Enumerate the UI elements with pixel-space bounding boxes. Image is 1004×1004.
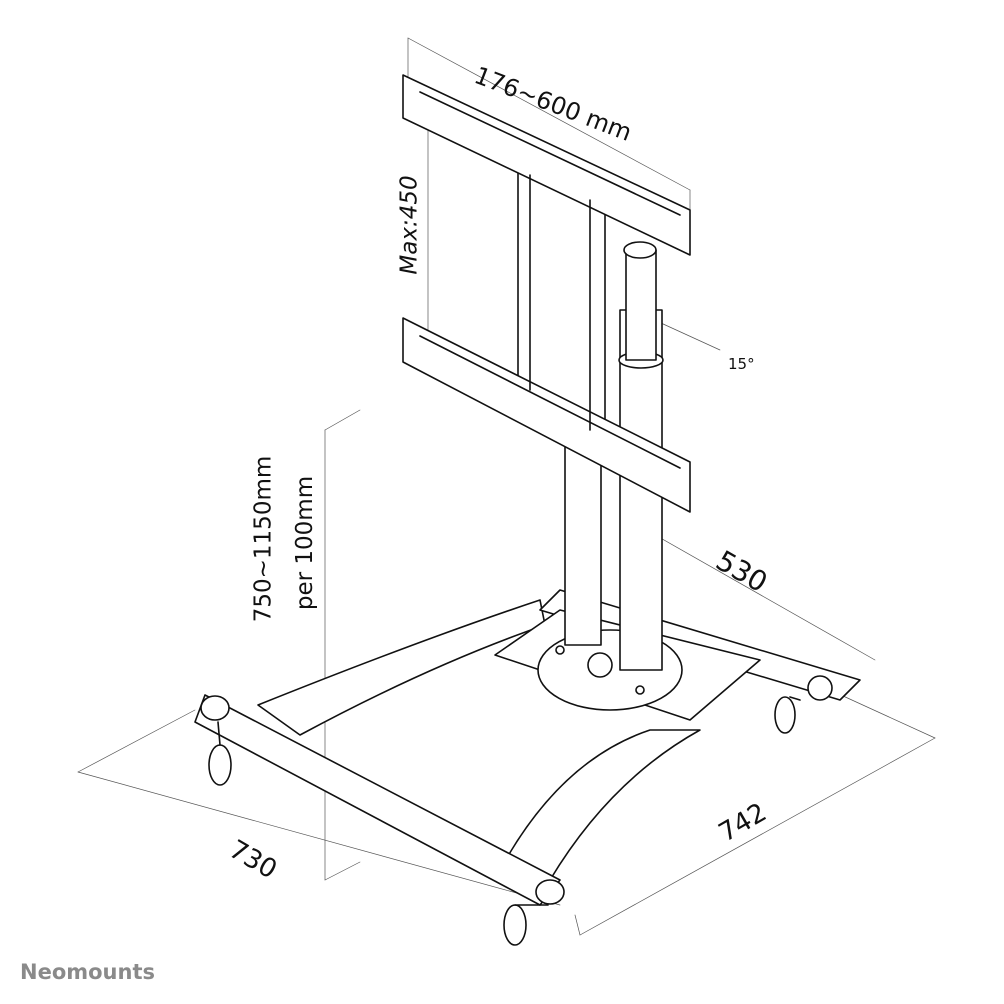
casters (208, 696, 801, 946)
height-step-label: per 100mm (292, 475, 319, 611)
base-frame (194, 589, 861, 906)
vesa-height-label: Max:450 (396, 175, 423, 275)
brand-logo: Neomounts (20, 960, 155, 984)
vesa-plate (402, 74, 691, 513)
height-range-label: 750~1150mm (250, 455, 277, 623)
dimension-lines (77, 37, 936, 936)
tilt-label: 15° (728, 355, 755, 373)
